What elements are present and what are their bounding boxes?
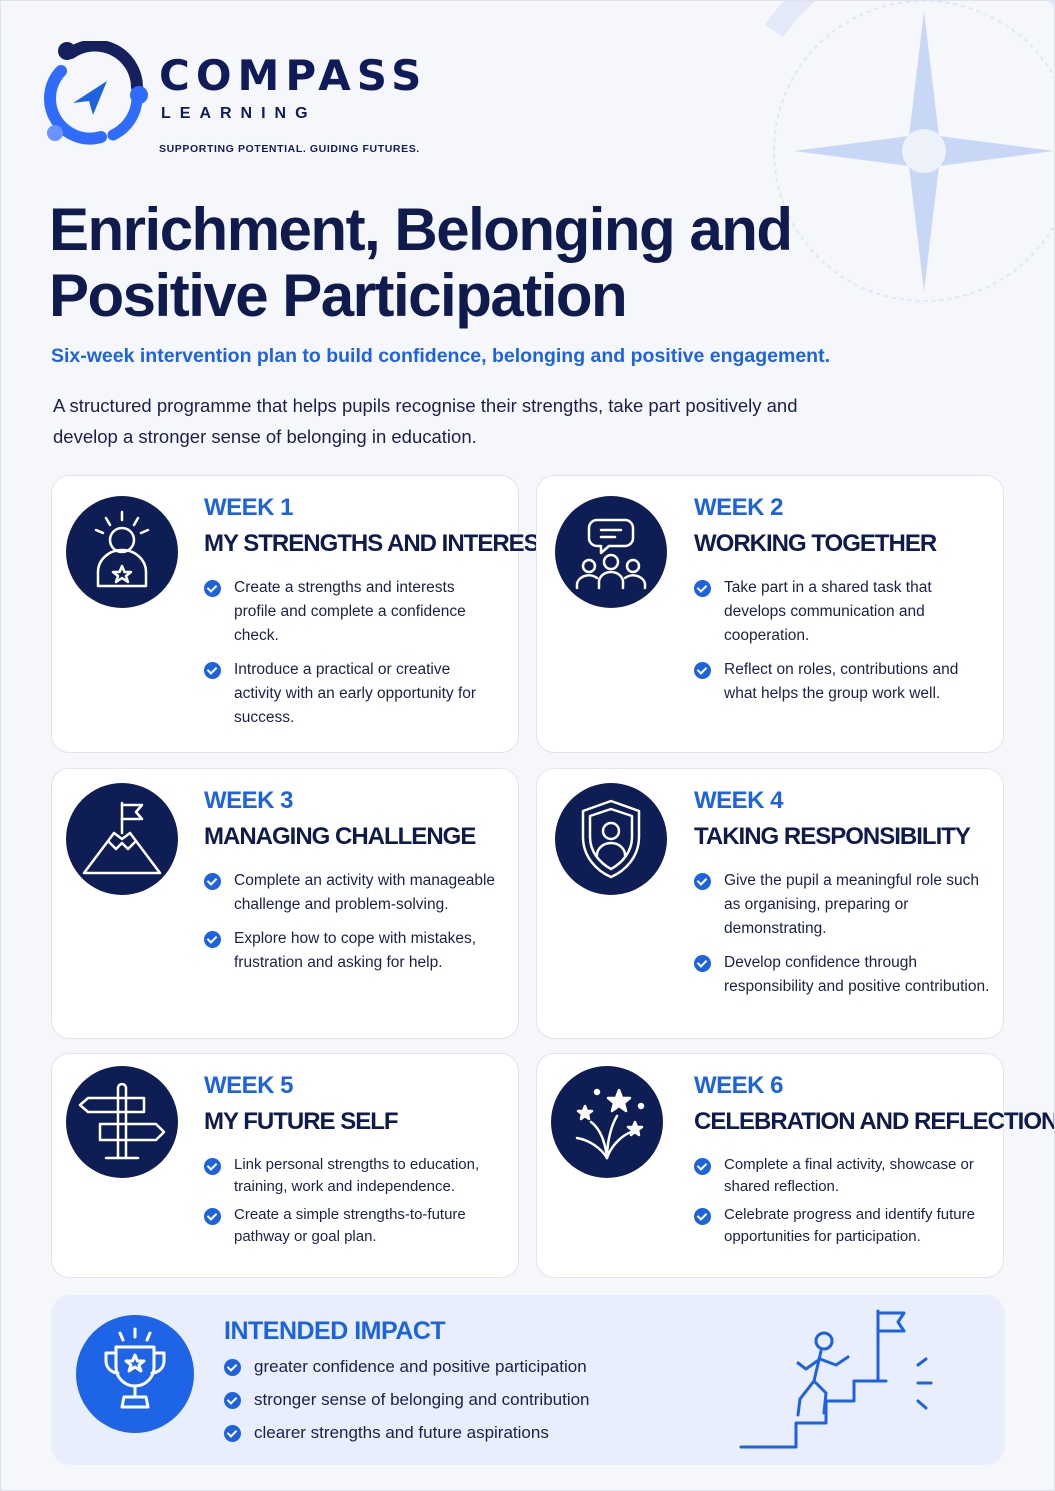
week-card-6: WEEK 6 CELEBRATION AND REFLECTION Comple…	[536, 1053, 1054, 1278]
week-points: Create a strengths and interests profile…	[204, 576, 500, 740]
shield-person-icon	[581, 799, 641, 879]
page-subtitle: Six-week intervention plan to build conf…	[51, 345, 831, 367]
check-icon	[694, 1158, 711, 1175]
list-item: clearer strengths and future aspirations	[224, 1421, 684, 1444]
week-label: WEEK 2	[694, 494, 784, 521]
check-icon	[694, 580, 711, 597]
list-item: Explore how to cope with mistakes, frust…	[204, 927, 500, 975]
check-icon	[204, 873, 221, 890]
brand-subname: LEARNING	[161, 105, 317, 122]
brand-tagline: SUPPORTING POTENTIAL. GUIDING FUTURES.	[159, 143, 420, 155]
trophy-icon	[104, 1327, 166, 1409]
list-item: Develop confidence through responsibilit…	[694, 951, 990, 999]
list-item: Complete an activity with manageable cha…	[204, 869, 500, 917]
brand-logo: COMPASS LEARNING SUPPORTING POTENTIAL. G…	[41, 41, 461, 161]
week-points: Complete an activity with manageable cha…	[204, 869, 500, 985]
list-item: Link personal strengths to education, tr…	[204, 1154, 500, 1198]
check-icon	[204, 931, 221, 948]
check-icon	[694, 955, 711, 972]
week-title: MANAGING CHALLENGE	[204, 823, 476, 850]
check-icon	[694, 1208, 711, 1225]
check-icon	[224, 1392, 241, 1409]
check-icon	[694, 873, 711, 890]
check-icon	[224, 1359, 241, 1376]
week-points: Complete a final activity, showcase or s…	[694, 1154, 990, 1254]
check-icon	[204, 1158, 221, 1175]
list-item: Celebrate progress and identify future o…	[694, 1204, 990, 1248]
impact-points: greater confidence and positive particip…	[224, 1355, 684, 1454]
list-item: Give the pupil a meaningful role such as…	[694, 869, 990, 941]
brand-name: COMPASS	[159, 51, 428, 100]
compass-star-icon	[764, 1, 1054, 302]
list-item: Introduce a practical or creative activi…	[204, 658, 500, 730]
week-title: MY FUTURE SELF	[204, 1108, 399, 1135]
week-card-1: WEEK 1 MY STRENGTHS AND INTERESTS Create…	[51, 475, 568, 753]
check-icon	[224, 1425, 241, 1442]
week-card-4: WEEK 4 TAKING RESPONSIBILITY Give the pu…	[536, 768, 1004, 1039]
person-star-icon	[94, 510, 150, 588]
climbing-stairs-icon	[739, 1309, 933, 1449]
week-label: WEEK 6	[694, 1072, 784, 1099]
impact-title: INTENDED IMPACT	[224, 1317, 446, 1345]
list-item: Take part in a shared task that develops…	[694, 576, 990, 648]
week-points: Give the pupil a meaningful role such as…	[694, 869, 990, 1009]
week-title: TAKING RESPONSIBILITY	[694, 823, 971, 850]
list-item: stronger sense of belonging and contribu…	[224, 1388, 684, 1411]
list-item: greater confidence and positive particip…	[224, 1355, 684, 1378]
list-item: Create a simple strengths-to-future path…	[204, 1204, 500, 1248]
fireworks-icon	[575, 1088, 645, 1160]
check-icon	[694, 662, 711, 679]
list-item: Complete a final activity, showcase or s…	[694, 1154, 990, 1198]
week-points: Link personal strengths to education, tr…	[204, 1154, 500, 1254]
list-item: Reflect on roles, contributions and what…	[694, 658, 990, 706]
mountain-flag-icon	[82, 801, 162, 875]
impact-panel: INTENDED IMPACT greater confidence and p…	[51, 1295, 1005, 1465]
week-title: MY STRENGTHS AND INTERESTS	[204, 530, 568, 557]
list-item: Create a strengths and interests profile…	[204, 576, 500, 648]
intro-text: A structured programme that helps pupils…	[53, 395, 798, 447]
group-chat-icon	[575, 518, 647, 590]
compass-logo-icon	[44, 41, 148, 145]
week-label: WEEK 3	[204, 787, 294, 814]
week-title: WORKING TOGETHER	[694, 530, 937, 557]
week-label: WEEK 5	[204, 1072, 294, 1099]
signpost-icon	[78, 1082, 166, 1160]
week-card-3: WEEK 3 MANAGING CHALLENGE Complete an ac…	[51, 768, 519, 1039]
week-label: WEEK 1	[204, 494, 294, 521]
week-points: Take part in a shared task that develops…	[694, 576, 990, 716]
week-label: WEEK 4	[694, 787, 784, 814]
week-card-2: WEEK 2 WORKING TOGETHER Take part in a s…	[536, 475, 1004, 753]
check-icon	[204, 662, 221, 679]
page-title: Enrichment, Belonging and Positive Parti…	[49, 196, 793, 329]
week-title: CELEBRATION AND REFLECTION	[694, 1108, 1055, 1135]
week-card-5: WEEK 5 MY FUTURE SELF Link personal stre…	[51, 1053, 519, 1278]
check-icon	[204, 580, 221, 597]
check-icon	[204, 1208, 221, 1225]
